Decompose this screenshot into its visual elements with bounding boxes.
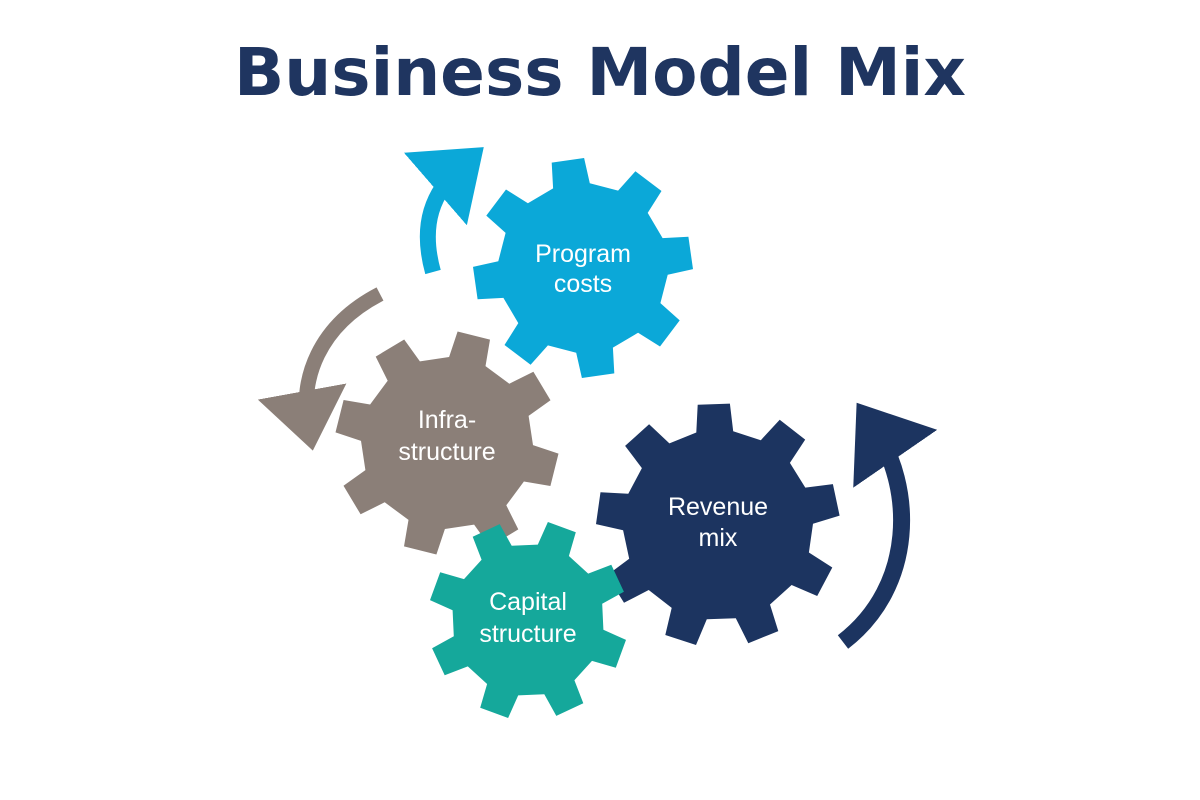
- gear-icon: [473, 158, 693, 378]
- curved-arrow-up-icon: [837, 402, 938, 649]
- gear-icon: [430, 522, 626, 718]
- gear-label-program-costs: Program: [535, 240, 631, 268]
- gear-program-costs: Program costs: [473, 158, 693, 378]
- gear-label-revenue-mix: Revenue: [668, 493, 768, 521]
- curved-arrow-up-icon: [403, 147, 484, 275]
- gear-label-infrastructure: Infra-: [418, 406, 476, 434]
- gear-icon: [596, 403, 840, 645]
- gear-label-program-costs-line2: costs: [554, 270, 612, 298]
- gear-label-infrastructure-line2: structure: [398, 438, 495, 466]
- page-title: Business Model Mix: [234, 34, 966, 111]
- gear-icon: [335, 331, 559, 555]
- gear-revenue-mix: Revenue mix: [596, 403, 840, 645]
- curved-arrow-down-icon: [257, 287, 384, 451]
- gear-label-capital-structure-line2: structure: [479, 620, 576, 648]
- gear-infrastructure: Infra- structure: [335, 331, 559, 555]
- gear-label-capital-structure: Capital: [489, 588, 567, 616]
- gear-label-revenue-mix-line2: mix: [699, 524, 738, 552]
- gear-capital-structure: Capital structure: [430, 522, 626, 718]
